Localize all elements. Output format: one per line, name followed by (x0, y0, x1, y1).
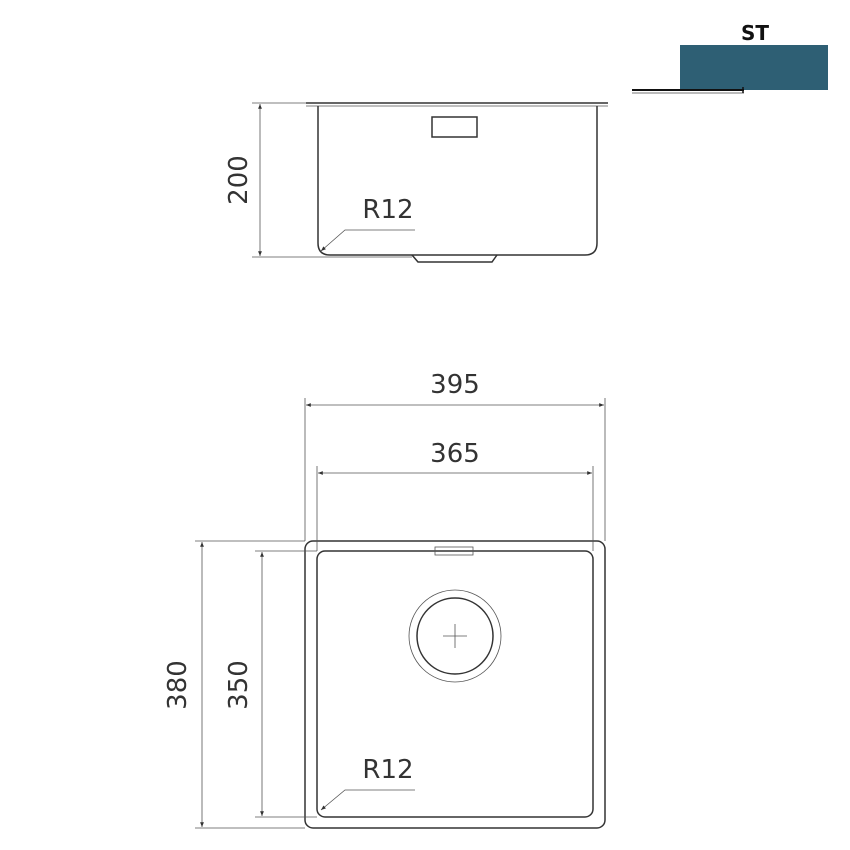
outer-width-label: 395 (430, 370, 480, 400)
outer-rim (304, 540, 606, 829)
overflow-slot (434, 546, 474, 556)
top-view: 395 365 380 350 R12 (163, 370, 606, 829)
legend-label: ST (741, 21, 769, 45)
bowl-profile (317, 106, 598, 256)
height-dimension-label: 200 (224, 155, 254, 205)
drain-hole (416, 597, 494, 675)
outer-depth-label: 380 (163, 660, 193, 710)
side-view: 200 R12 (224, 102, 608, 263)
overflow-slot (431, 116, 478, 138)
radius-leader (320, 229, 415, 252)
drain-flange (408, 589, 502, 683)
mounting-legend: ST (632, 21, 828, 94)
drain-outlet (411, 254, 498, 263)
radius-label: R12 (362, 755, 413, 785)
inner-depth-label: 350 (224, 660, 254, 710)
radius-leader (320, 789, 415, 811)
inner-width-label: 365 (430, 439, 480, 469)
inner-bowl (316, 550, 594, 818)
radius-label: R12 (362, 195, 413, 225)
countertop-swatch (680, 45, 828, 90)
